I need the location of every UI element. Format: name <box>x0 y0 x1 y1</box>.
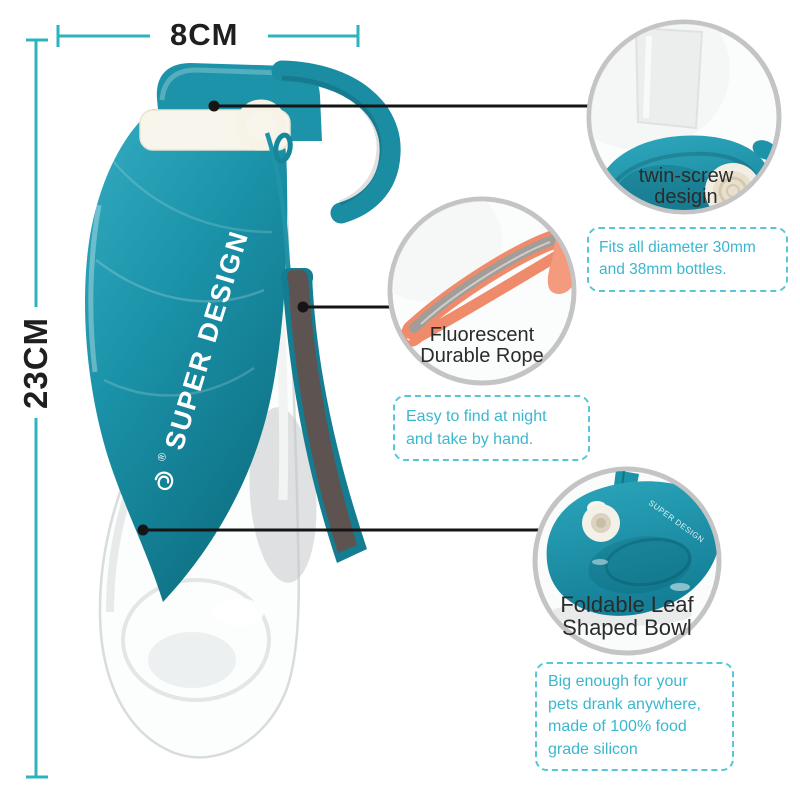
note-rope: Easy to find at night and take by hand. <box>393 395 590 462</box>
caption-rope-line1: Fluorescent <box>429 324 535 346</box>
caption-rope: Fluorescent Durable Rope <box>420 324 544 368</box>
caption-rope-line2: Durable Rope <box>420 345 544 368</box>
caption-twin-screw-line2: desigin <box>654 186 718 209</box>
leaf-cover <box>84 109 288 602</box>
caption-twin-screw-line1: twin-screw <box>638 165 734 187</box>
width-dimension-label: 8CM <box>170 17 239 52</box>
wrist-rope <box>281 268 367 563</box>
note-twin-screw: Fits all diameter 30mm and 38mm bottles. <box>587 227 788 292</box>
callout-dots <box>137 100 309 536</box>
handle-loop <box>271 60 401 224</box>
note-bowl: Big enough for your pets drank anywhere,… <box>535 662 734 771</box>
callout-lines <box>143 104 592 532</box>
collar-ring <box>139 99 291 151</box>
width-dimension-line <box>56 25 360 47</box>
height-dimension-label: 23CM <box>17 316 54 410</box>
caption-bowl: Foldable Leaf Shaped Bowl <box>560 593 693 640</box>
detail-circle-twin-screw <box>586 19 782 215</box>
caption-twin-screw: twin-screw desigin <box>638 165 734 209</box>
height-dimension-line <box>26 38 48 779</box>
caption-bowl-line1: Foldable Leaf <box>560 592 694 617</box>
caption-bowl-line2: Shaped Bowl <box>562 615 692 641</box>
detail-circle-bowl: SUPER DESIGN <box>532 466 722 656</box>
